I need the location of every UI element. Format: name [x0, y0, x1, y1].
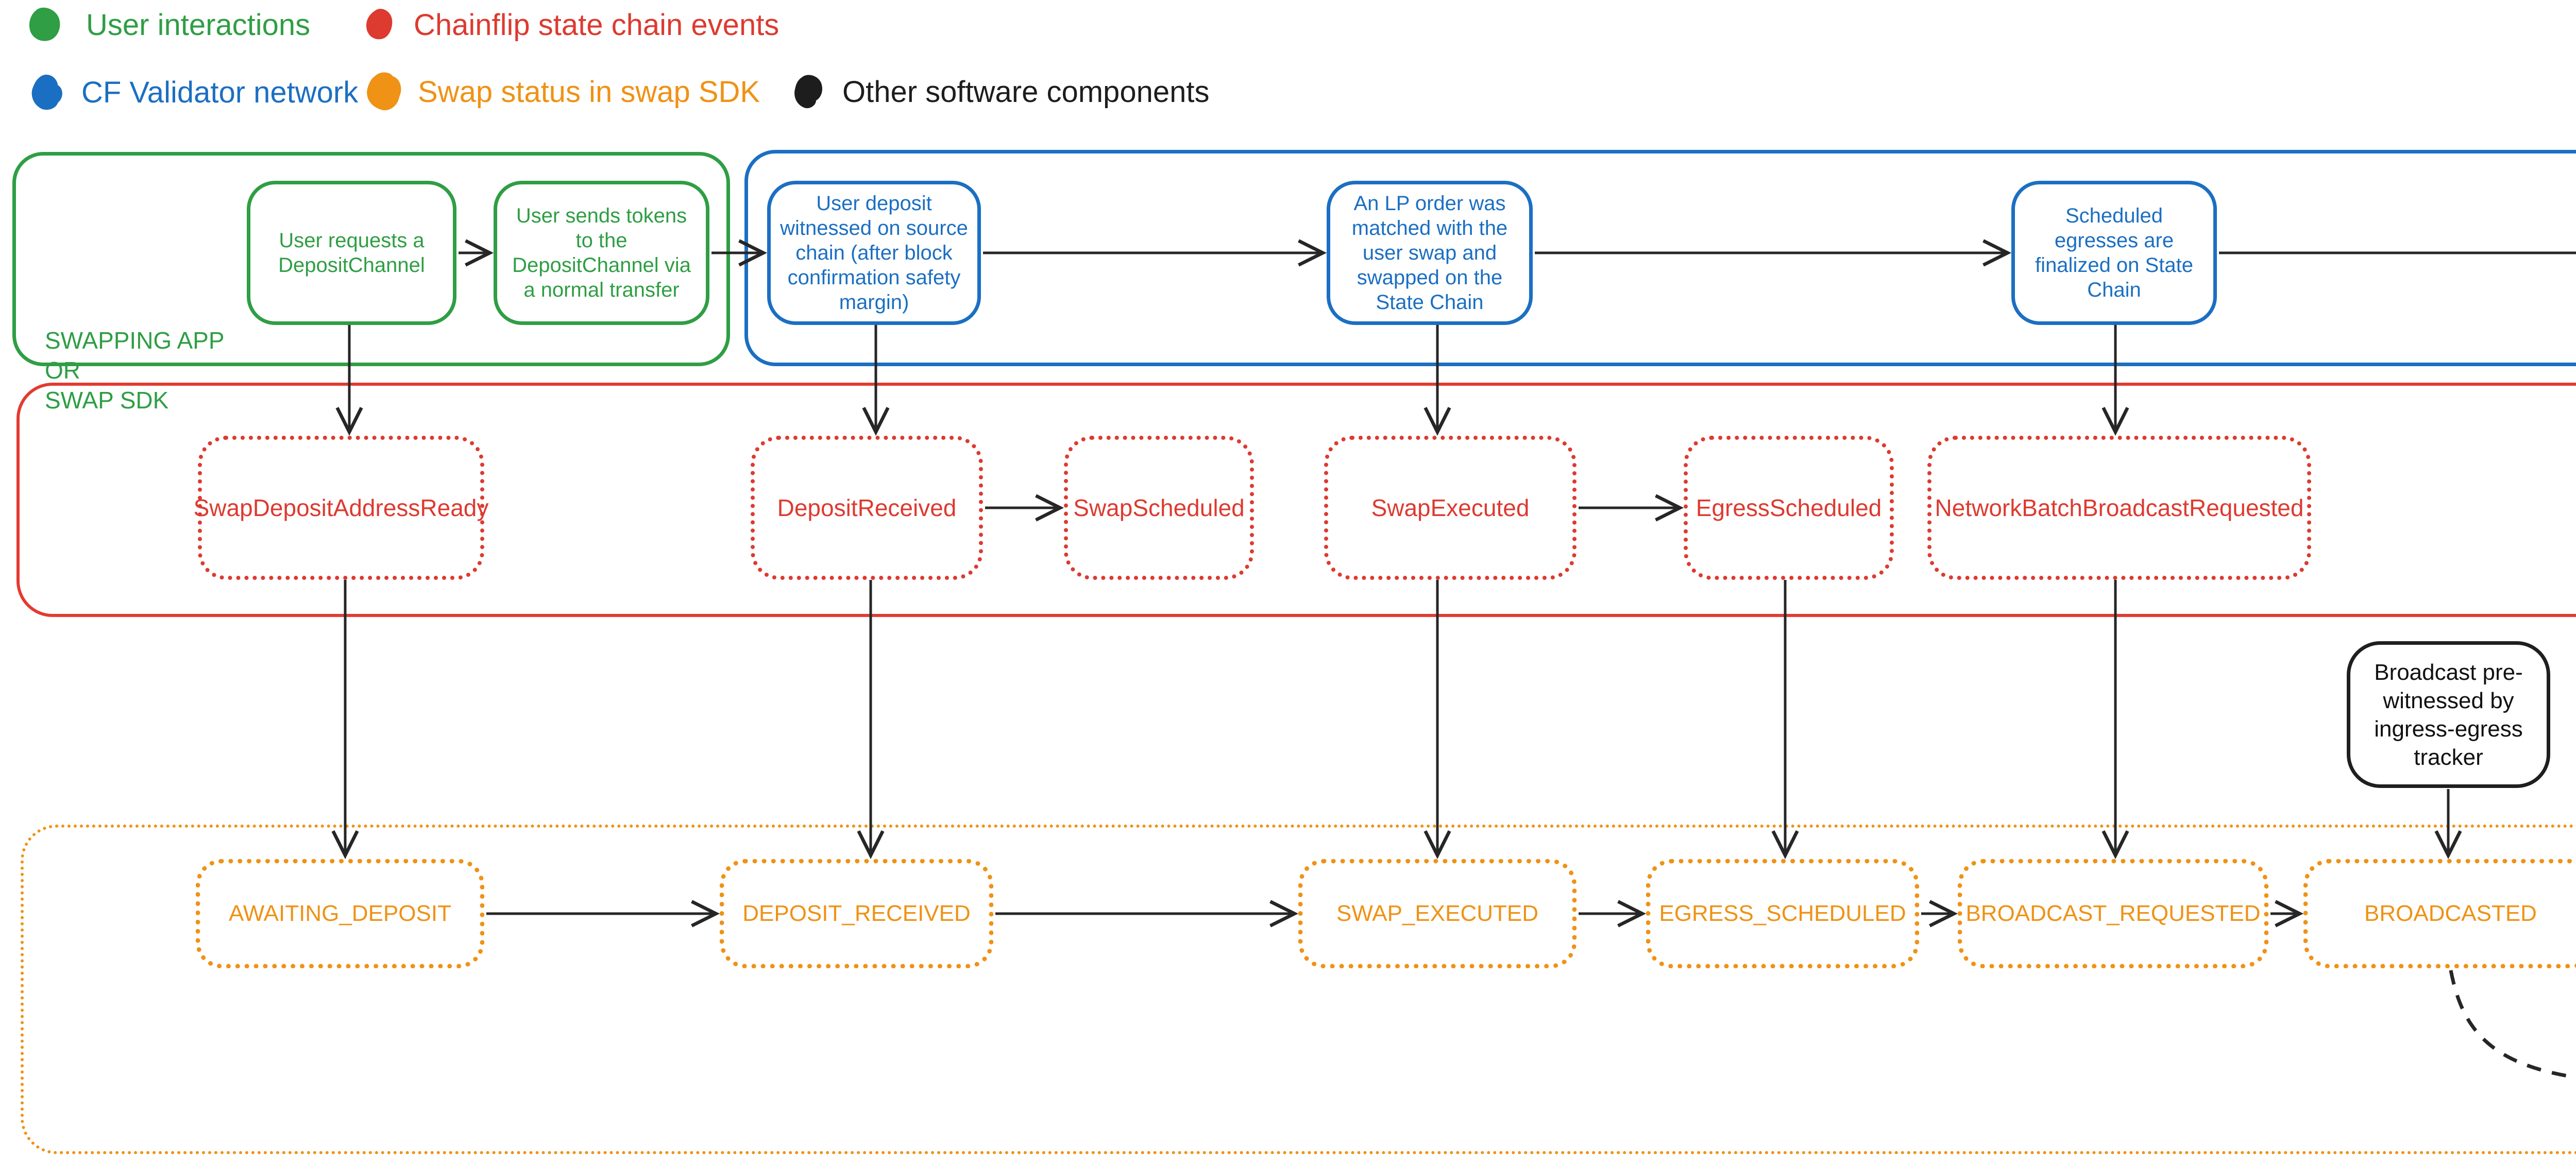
node-lp-order-matched: An LP order was matched with the user sw…: [1327, 181, 1533, 325]
node-awaiting-deposit: AWAITING_DEPOSIT: [196, 859, 484, 968]
node-swapscheduled: SwapScheduled: [1064, 436, 1254, 580]
legend-item-other-software: Other software components: [792, 72, 1209, 111]
state-chain-events-icon: [366, 9, 393, 40]
node-label: An LP order was matched with the user sw…: [1351, 192, 1508, 314]
legend-item-user-interactions: User interactions: [28, 7, 310, 43]
legend-label: Swap status in swap SDK: [418, 75, 760, 109]
group-label-line: OR: [45, 357, 80, 384]
node-label: SwapScheduled: [1073, 494, 1245, 521]
swapping-app-group: SWAPPING APP OR SWAP SDK: [12, 152, 730, 414]
node-label: AWAITING_DEPOSIT: [229, 901, 451, 926]
node-swap-executed: SWAP_EXECUTED: [1298, 859, 1577, 968]
node-label: EgressScheduled: [1696, 494, 1882, 521]
node-networkbatchbroadcastrequested: NetworkBatchBroadcastRequested: [1927, 436, 2311, 580]
cf-validator-network-icon: [31, 74, 62, 110]
node-deposit-witnessed: User deposit witnessed on source chain (…: [767, 181, 981, 325]
node-user-sends-tokens: User sends tokens to the DepositChannel …: [494, 181, 709, 325]
node-broadcast-pre-witnessed-tracker: Broadcast pre-witnessed by ingress-egres…: [2347, 641, 2550, 788]
node-label: User deposit witnessed on source chain (…: [780, 192, 968, 314]
node-scheduled-egresses-finalized: Scheduled egresses are finalized on Stat…: [2011, 181, 2217, 325]
node-label: User requests a DepositChannel: [278, 229, 425, 277]
node-label: Broadcast pre-witnessed by ingress-egres…: [2374, 659, 2523, 770]
node-label: DEPOSIT_RECEIVED: [742, 901, 971, 926]
state-chain-events-group: [16, 383, 2576, 617]
group-label-line: SWAP SDK: [45, 387, 169, 414]
swapping-app-group-label: SWAPPING APP OR SWAP SDK: [45, 325, 225, 415]
node-broadcasted: BROADCASTED: [2303, 859, 2576, 968]
legend-label: CF Validator network: [81, 75, 359, 109]
swap-sdk-status-group: [21, 825, 2576, 1154]
node-egress-scheduled: EGRESS_SCHEDULED: [1646, 859, 1919, 968]
legend-item-cf-validator-network: CF Validator network: [30, 72, 358, 112]
node-label: SwapExecuted: [1371, 494, 1530, 521]
node-swapexecuted: SwapExecuted: [1324, 436, 1577, 580]
node-label: NetworkBatchBroadcastRequested: [1935, 494, 2304, 521]
other-software-icon: [794, 75, 822, 109]
legend-label: Chainflip state chain events: [414, 8, 779, 42]
legend-item-state-chain-events: Chainflip state chain events: [364, 7, 779, 43]
node-label: Scheduled egresses are finalized on Stat…: [2035, 204, 2193, 301]
legend-label: User interactions: [86, 8, 311, 42]
node-label: User sends tokens to the DepositChannel …: [512, 204, 691, 301]
node-label: BROADCASTED: [2364, 901, 2537, 926]
node-broadcast-requested: BROADCAST_REQUESTED: [1958, 859, 2268, 968]
node-label: SWAP_EXECUTED: [1336, 901, 1538, 926]
swap-status-sdk-icon: [367, 72, 401, 111]
node-swapdepositaddressready: SwapDepositAddressReady: [194, 436, 488, 580]
legend-label: Other software components: [842, 75, 1210, 109]
node-egressscheduled: EgressScheduled: [1684, 436, 1894, 580]
node-label: BROADCAST_REQUESTED: [1965, 901, 2261, 926]
user-interactions-icon: [29, 7, 60, 41]
node-label: SwapDepositAddressReady: [193, 494, 489, 521]
node-label: DepositReceived: [777, 494, 957, 521]
node-user-requests-depositchannel: User requests a DepositChannel: [247, 181, 456, 325]
legend-item-swap-status-sdk: Swap status in swap SDK: [364, 71, 760, 112]
node-label: EGRESS_SCHEDULED: [1659, 901, 1906, 926]
node-deposit-received: DEPOSIT_RECEIVED: [720, 859, 993, 968]
validator-network-group: [744, 150, 2576, 366]
group-label-line: SWAPPING APP: [45, 327, 225, 354]
node-depositreceived: DepositReceived: [751, 436, 983, 580]
